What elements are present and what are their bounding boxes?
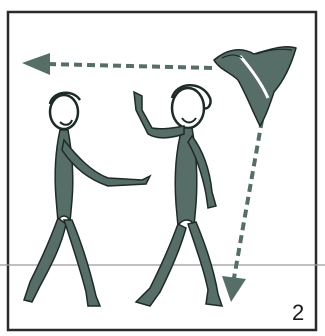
panel-number: 2 (292, 300, 304, 325)
